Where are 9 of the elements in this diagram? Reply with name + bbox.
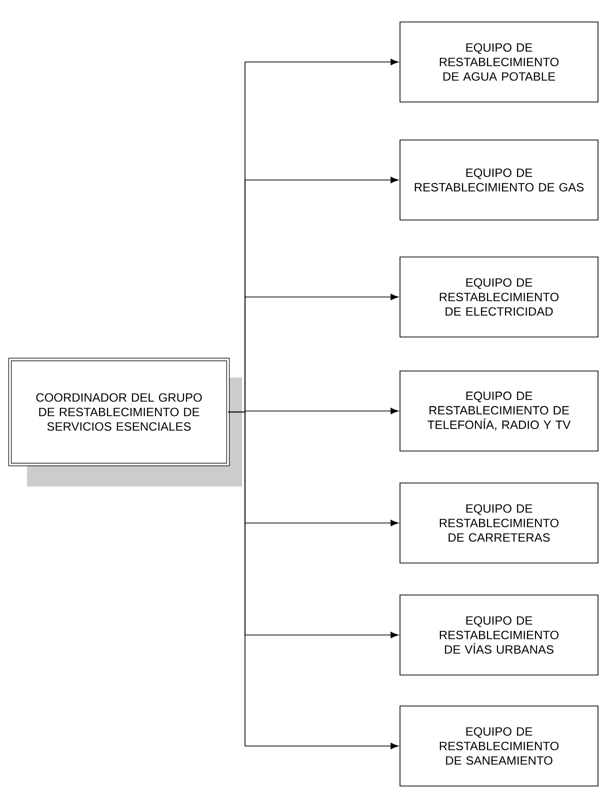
- team-box: EQUIPO DE RESTABLECIMIENTO DE AGUA POTABLE: [400, 22, 598, 102]
- team-box: EQUIPO DE RESTABLECIMIENTO DE SANEAMIENTO: [400, 706, 598, 786]
- team-box: EQUIPO DE RESTABLECIMIENTO DE CARRETERAS: [400, 482, 598, 564]
- arrow: [228, 412, 398, 750]
- coordinator-box: COORDINADOR DEL GRUPO DE RESTABLECIMIENTO DE SERVICIOS ESENCIALES: [8, 358, 230, 466]
- team-box: EQUIPO DE RESTABLECIMIENTO DE TELEFONÍA, RADIO Y TV: [400, 370, 598, 452]
- team-box: EQUIPO DE RESTABLECIMIENTO DE ELECTRICIDAD: [400, 256, 598, 338]
- team-box: EQUIPO DE RESTABLECIMIENTO DE VÍAS URBANAS: [400, 594, 598, 676]
- team-box: EQUIPO DE RESTABLECIMIENTO DE GAS: [400, 140, 598, 220]
